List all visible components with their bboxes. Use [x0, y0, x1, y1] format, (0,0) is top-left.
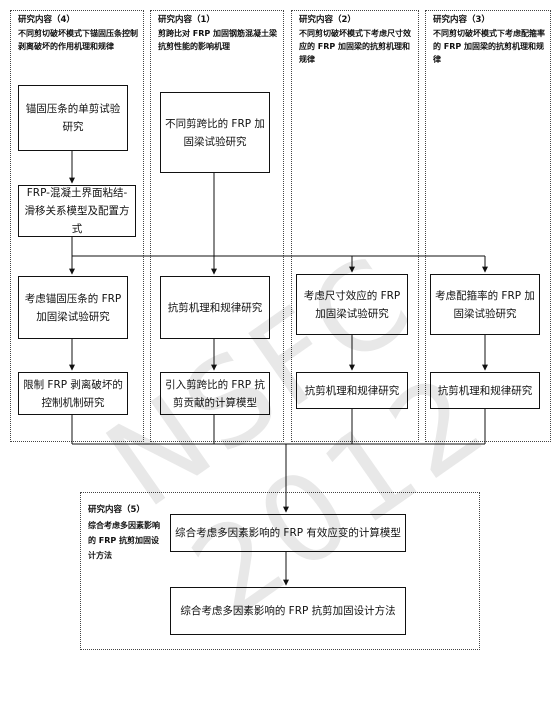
panel-research-1	[150, 10, 284, 442]
panel-research-4-title: 研究内容（4） 不同剪切破坏模式下锚固压条控制剥离破坏的作用机理和规律	[18, 15, 138, 51]
box-anchored-frp-beam-test: 考虑锚固压条的 FRP 加固梁试验研究	[18, 276, 128, 339]
box-size-effect-test: 考虑尺寸效应的 FRP 加固梁试验研究	[296, 274, 408, 335]
box-effective-strain-model: 综合考虑多因素影响的 FRP 有效应变的计算模型	[170, 514, 406, 552]
box-shear-strengthening-design-method: 综合考虑多因素影响的 FRP 抗剪加固设计方法	[170, 587, 406, 635]
panel-research-4	[10, 10, 144, 442]
panel-research-3-title: 研究内容（3） 不同剪切破坏模式下考虑配箍率的 FRP 加固梁的抗剪机理和规律	[433, 15, 545, 64]
panel-research-5-title: 研究内容（5） 综合考虑多因素影响的 FRP 抗剪加固设计方法	[88, 505, 160, 560]
box-shear-mechanism-study-3: 抗剪机理和规律研究	[430, 372, 540, 409]
panel-research-2-title: 研究内容（2） 不同剪切破坏模式下考虑尺寸效应的 FRP 加固梁的抗剪机理和规律	[299, 15, 411, 64]
box-frp-concrete-bond-slip-model: FRP-混凝土界面粘结-滑移关系模型及配置方式	[18, 185, 136, 237]
box-debonding-control-mechanism: 限制 FRP 剥离破坏的控制机制研究	[18, 372, 128, 415]
panel-research-2	[291, 10, 419, 442]
box-stirrup-ratio-test: 考虑配箍率的 FRP 加固梁试验研究	[430, 274, 540, 335]
box-shear-contribution-model: 引入剪跨比的 FRP 抗剪贡献的计算模型	[160, 372, 270, 415]
box-anchor-single-shear-test: 锚固压条的单剪试验研究	[18, 85, 128, 151]
panel-research-1-title: 研究内容（1） 剪跨比对 FRP 加固钢筋混凝土梁抗剪性能的影响机理	[158, 15, 278, 51]
panel-research-5	[80, 492, 480, 650]
panel-research-3	[425, 10, 551, 442]
box-shear-mechanism-study-2: 抗剪机理和规律研究	[296, 372, 408, 409]
box-shear-mechanism-study-1: 抗剪机理和规律研究	[160, 276, 270, 339]
box-shear-span-ratio-test: 不同剪跨比的 FRP 加固梁试验研究	[160, 92, 270, 173]
flow-connectors	[69, 150, 488, 586]
